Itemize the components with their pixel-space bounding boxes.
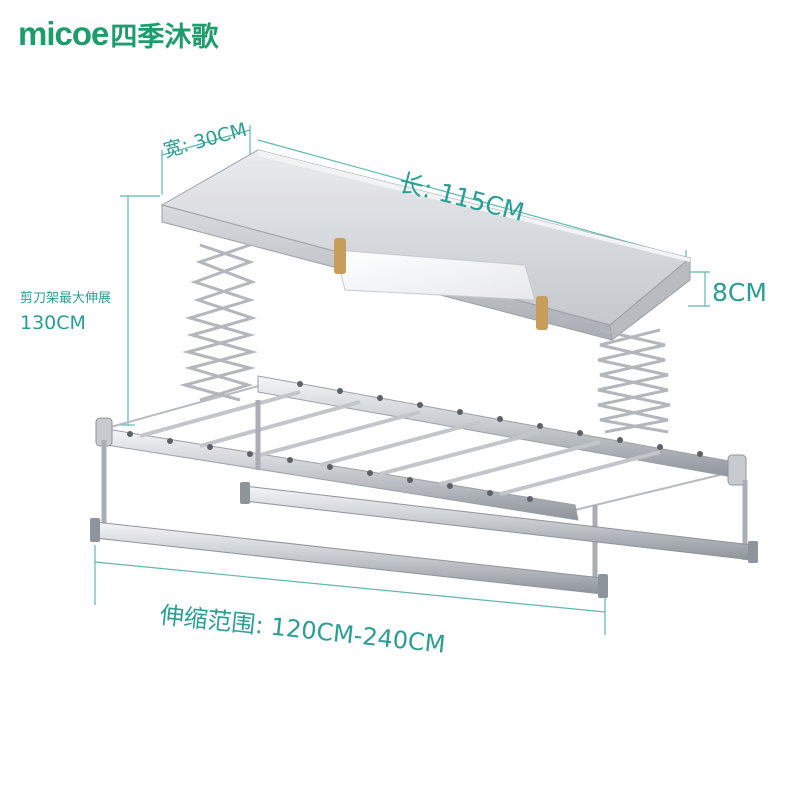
telescoping-bars: [90, 400, 758, 598]
height-dimension-label: 8CM: [712, 278, 767, 307]
brand-logo-latin: micoe: [18, 15, 109, 52]
brand-logo-cjk: 四季沐歌: [110, 21, 219, 53]
scissor-extension-label: 剪刀架最大伸展 130CM: [20, 287, 111, 335]
motor-housing: [160, 149, 692, 341]
scissor-extension-value: 130CM: [20, 312, 86, 334]
rack-frame: [95, 375, 747, 521]
dimension-lines: [94, 125, 710, 635]
scissor-arms: [179, 243, 671, 434]
light-bulb-icon: [334, 238, 346, 274]
brand-logo: micoe 四季沐歌: [18, 14, 218, 54]
light-bulb-icon: [536, 296, 548, 330]
scissor-extension-caption: 剪刀架最大伸展: [20, 291, 112, 306]
